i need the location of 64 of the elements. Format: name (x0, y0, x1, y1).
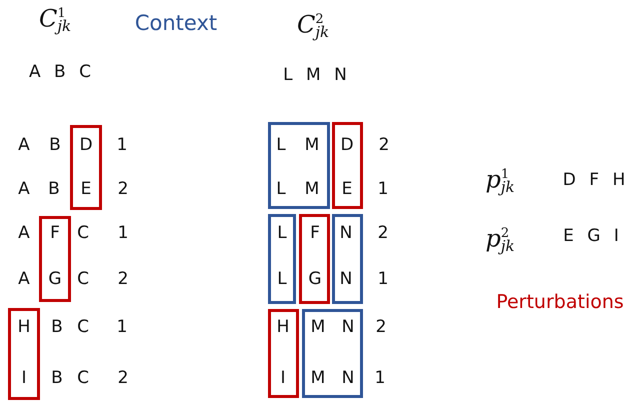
table-value: B (49, 135, 61, 155)
cell-letter: G (308, 269, 322, 289)
cell-letter: L (276, 179, 286, 199)
highlight-frame (332, 214, 363, 304)
cell-letter: I (22, 368, 26, 388)
highlight-frame (268, 122, 330, 209)
cell-letter: N (340, 269, 352, 289)
cell-letter: N (342, 317, 354, 337)
heading-text: Perturbations (496, 292, 624, 312)
table-value: 2 (118, 179, 128, 199)
table-value: 2 (376, 317, 386, 337)
highlight-frame (268, 309, 299, 398)
cell-letter: N (340, 223, 352, 243)
label-text: A B C (29, 62, 91, 82)
highlight-frame (39, 216, 71, 302)
table-value: B (51, 317, 63, 337)
highlight-frame (268, 214, 296, 304)
cell-letter: M (304, 135, 320, 155)
table-value: 1 (378, 269, 388, 289)
cell-letter: I (280, 368, 286, 388)
table-value: A (18, 135, 30, 155)
table-value: 1 (118, 223, 128, 243)
table-value: B (48, 179, 60, 199)
highlight-frame (302, 309, 363, 398)
table-value: C (77, 317, 89, 337)
cell-letter: L (277, 269, 287, 289)
highlight-frame (299, 214, 330, 304)
table-value: 1 (116, 317, 128, 337)
cell-letter: M (304, 179, 320, 199)
table-value: 1 (374, 368, 386, 388)
label-text: D F H (562, 170, 626, 190)
cell-letter: F (50, 223, 60, 243)
cell-letter: M (310, 368, 326, 388)
table-value: B (51, 368, 63, 388)
heading-text: Context (134, 13, 218, 33)
table-value: C (77, 223, 89, 243)
table-value: 2 (118, 269, 128, 289)
cell-letter: F (310, 223, 320, 243)
label-text: E G I (563, 226, 619, 246)
cell-letter: L (276, 135, 286, 155)
cell-letter: L (277, 223, 287, 243)
cell-letter: H (18, 317, 30, 337)
table-value: 2 (378, 223, 388, 243)
table-value: A (18, 269, 30, 289)
cell-letter: N (342, 368, 354, 388)
highlight-frame (332, 122, 363, 209)
cell-letter: D (79, 135, 93, 155)
label-text: L M N (283, 65, 347, 85)
cell-letter: E (80, 179, 92, 199)
table-value: C (77, 269, 89, 289)
cell-letter: D (340, 135, 354, 155)
table-value: A (18, 179, 30, 199)
cell-letter: E (342, 179, 352, 199)
table-value: C (77, 368, 89, 388)
table-value: 2 (118, 368, 128, 388)
table-value: 1 (116, 135, 128, 155)
table-value: A (18, 223, 30, 243)
highlight-frame (8, 308, 40, 400)
cell-letter: H (276, 317, 290, 337)
table-value: 1 (378, 179, 388, 199)
highlight-frame (70, 125, 102, 210)
cell-letter: M (310, 317, 326, 337)
table-value: 2 (378, 135, 390, 155)
cell-letter: G (48, 269, 62, 289)
